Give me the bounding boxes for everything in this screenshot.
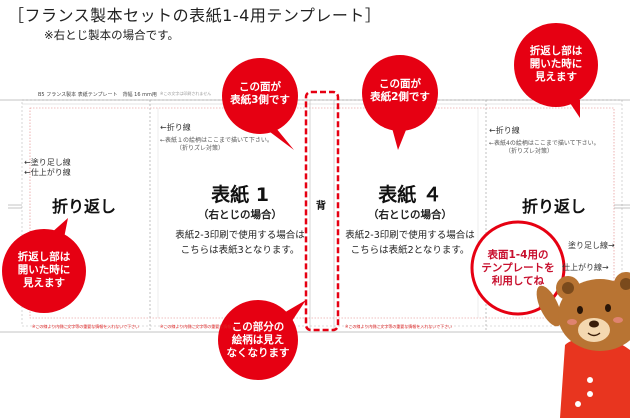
trim-line-label-right: 仕上がり線→ [562,263,609,272]
bubble-bear-speech-text: 表面1-4用の テンプレートを 利用してね [481,249,555,287]
bubble-spine-hidden-text: この部分の 絵柄は見え なくなります [226,321,290,359]
footer-note-mid: ※この線より内側に文字等の重要な情報を入れないで下さい [160,324,268,329]
page-title: ［フランス製本セットの表紙1-4用テンプレート］ [8,6,382,25]
spine-label: 背 [316,201,326,212]
bleed-line-label-right: 塗り足し線→ [568,241,615,250]
cover1-title: 表紙 1 [211,184,269,206]
fold-line-label-right: ←折り線 [489,126,520,135]
footer-note-right: ※この線より内側に文字等の重要な情報を入れないで下さい [345,324,453,329]
template-header: B5 フランス製本 表紙テンプレート 背幅 16 mm用 [38,92,157,98]
bleed-line-label-left: ←塗り足し線 [24,158,71,167]
design-note-cover1: ←表紙１の絵柄はここまで描いて下さい。 （折りズレ対策） [160,137,273,152]
bear-illustration [536,272,630,418]
template-header-note: ※この文字は印刷されません [160,91,212,96]
bubble-fold-left [2,218,86,313]
design-note-cover4: ←表紙4の絵柄はここまで描いて下さい。 （折りズレ対策） [489,140,600,155]
bubble-spine-hidden [218,300,306,380]
cover4-subtitle: （右とじの場合） [368,209,452,221]
bubble-cover3-side [222,58,298,150]
footer-note-left: ※この線より内側に文字等の重要な情報を入れないで下さい [32,324,140,329]
cover4-title: 表紙 ４ [378,184,442,206]
cover4-body: 表紙2-3印刷で使用する場合は こちらは表紙2となります。 [345,230,475,256]
page-note: ※右とじ製本の場合です。 [44,28,179,42]
bubble-fold-right [514,23,598,118]
bubble-cover3-text: この面が 表紙3側です [230,81,290,106]
fold-back-right: 折り返し [522,197,587,216]
bubble-fold-left-text: 折返し部は 開いた時に 見えます [17,251,71,289]
trim-border [29,107,615,319]
fold-back-left: 折り返し [52,197,117,216]
bubble-fold-right-text: 折返し部は 開いた時に 見えます [529,45,583,83]
trim-line-label-left: ←仕上がり線 [24,168,71,177]
fold-line-label-left: ←折り線 [160,123,191,132]
cover1-body: 表紙2-3印刷で使用する場合は こちらは表紙3となります。 [175,230,305,256]
cover1-subtitle: （右とじの場合） [198,209,282,221]
bubble-cover2-side [362,55,438,150]
bubble-cover2-text: この面が 表紙2側です [370,78,430,103]
spine-highlight [304,90,340,332]
